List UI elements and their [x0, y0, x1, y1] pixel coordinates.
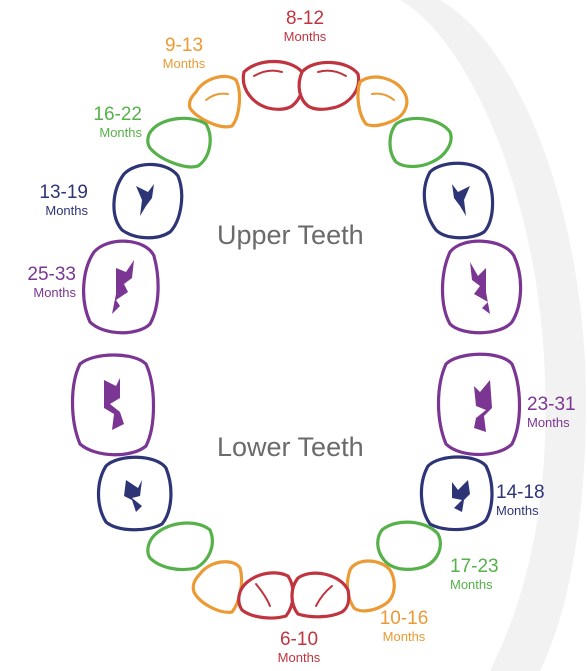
- label-upper-first-molar-range: 13-19: [12, 183, 88, 202]
- lower-teeth-title: Lower Teeth: [217, 432, 364, 463]
- label-lower-central-unit: Months: [262, 651, 336, 664]
- label-lower-lateral: 10-16 Months: [366, 609, 442, 643]
- tooth-lower-canine-left: [148, 523, 212, 570]
- tooth-lower-lateral-left: [193, 562, 241, 613]
- upper-teeth-title: Upper Teeth: [217, 220, 364, 251]
- label-upper-second-molar-range: 25-33: [0, 265, 76, 284]
- label-lower-lateral-range: 10-16: [366, 609, 442, 628]
- label-upper-second-molar-unit: Months: [0, 286, 76, 299]
- tooth-upper-canine-right: [390, 118, 451, 166]
- label-lower-canine-unit: Months: [450, 578, 530, 591]
- tooth-lower-second-molar-left: [73, 355, 154, 455]
- label-upper-lateral: 9-13 Months: [148, 36, 220, 70]
- label-upper-central-range: 8-12: [268, 9, 342, 28]
- label-lower-lateral-unit: Months: [366, 630, 442, 643]
- label-lower-central: 6-10 Months: [262, 630, 336, 664]
- label-upper-first-molar-unit: Months: [12, 204, 88, 217]
- label-upper-canine-unit: Months: [70, 126, 142, 139]
- label-upper-lateral-unit: Months: [148, 57, 220, 70]
- tooth-upper-central-left: [243, 62, 303, 110]
- label-lower-central-range: 6-10: [262, 630, 336, 649]
- label-lower-second-molar-unit: Months: [527, 416, 587, 429]
- label-upper-central-unit: Months: [268, 30, 342, 43]
- tooth-upper-canine-left: [148, 118, 210, 167]
- label-upper-lateral-range: 9-13: [148, 36, 220, 55]
- upper-teeth: [84, 62, 521, 333]
- label-upper-second-molar: 25-33 Months: [0, 265, 76, 299]
- label-lower-canine: 17-23 Months: [450, 557, 530, 591]
- label-upper-canine-range: 16-22: [70, 105, 142, 124]
- tooth-upper-lateral-right: [358, 77, 407, 126]
- label-lower-first-molar-unit: Months: [496, 504, 566, 517]
- label-lower-second-molar: 23-31 Months: [527, 395, 587, 429]
- label-upper-first-molar: 13-19 Months: [12, 183, 88, 217]
- label-lower-first-molar-range: 14-18: [496, 483, 566, 502]
- label-lower-second-molar-range: 23-31: [527, 395, 587, 414]
- tooth-lower-lateral-right: [347, 561, 394, 611]
- label-lower-first-molar: 14-18 Months: [496, 483, 566, 517]
- label-upper-canine: 16-22 Months: [70, 105, 142, 139]
- tooth-lower-central-left: [239, 573, 293, 618]
- tooth-upper-central-right: [299, 62, 359, 109]
- label-upper-central: 8-12 Months: [268, 9, 342, 43]
- tooth-lower-central-right: [292, 573, 349, 617]
- tooth-lower-canine-right: [378, 522, 441, 569]
- label-lower-canine-range: 17-23: [450, 557, 530, 576]
